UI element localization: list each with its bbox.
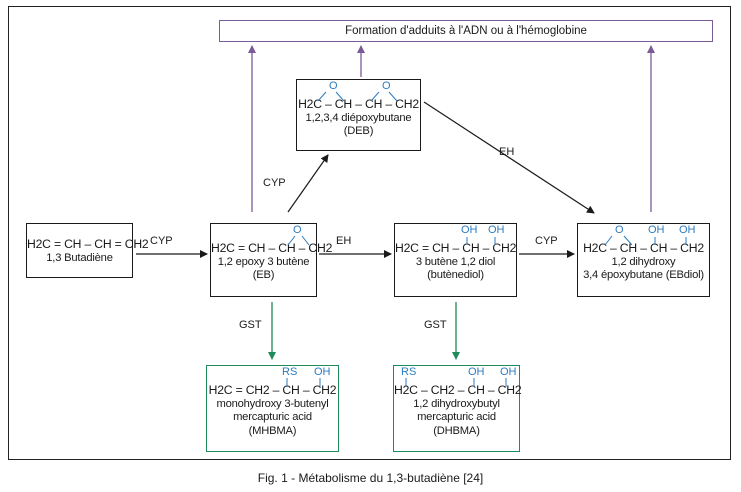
dhbma-hydroxyl-1: OH — [468, 366, 485, 378]
enzyme-cyp-eb-to-deb: CYP — [263, 177, 286, 189]
eb-epoxide-oxygen: O — [293, 224, 302, 236]
compound-eb: H2C = CH – CH – CH2 1,2 epoxy 3 butène (… — [210, 223, 333, 297]
compound-butadiene: H2C = CH – CH = CH2 1,3 Butadiène — [26, 223, 149, 278]
dhbma-name-line3: (DHBMA) — [433, 424, 480, 437]
enzyme-eh-deb-to-ebdiol: EH — [499, 146, 515, 158]
deb-name-line2: (DEB) — [343, 125, 374, 137]
adduct-formation-box: Formation d'adduits à l'ADN ou à l'hémog… — [219, 20, 713, 42]
ebdiol-hydroxyl-1: OH — [648, 224, 665, 236]
dhbma-name-line2: mercapturic acid — [417, 411, 496, 423]
butenediol-name-line1: 3 butène 1,2 diol — [415, 255, 496, 268]
butenediol-formula: H2C = CH – CH – CH2 — [395, 241, 517, 255]
deb-epoxide-oxygen-2: O — [382, 80, 391, 92]
deb-formula: H2C – CH – CH – CH2 — [298, 97, 419, 111]
butenediol-hydroxyl-2: OH — [488, 224, 505, 236]
butadiene-formula: H2C = CH – CH = CH2 — [27, 237, 149, 251]
ebdiol-name-line1: 1,2 dihydroxy — [611, 255, 676, 268]
dhbma-formula: H2C – CH2 – CH – CH2 — [394, 383, 522, 397]
eb-formula: H2C = CH – CH – CH2 — [211, 241, 333, 255]
mhbma-formula: H2C = CH2 – CH – CH2 — [208, 383, 337, 397]
dhbma-thioether-rs: RS — [401, 366, 417, 378]
compound-dhbma: H2C – CH2 – CH – CH2 1,2 dihydroxybutyl … — [393, 365, 522, 452]
ebdiol-hydroxyl-2: OH — [679, 224, 696, 236]
compound-mhbma: H2C = CH2 – CH – CH2 monohydroxy 3-buten… — [206, 365, 339, 452]
butadiene-name: 1,3 Butadiène — [46, 251, 113, 264]
dhbma-name-line1: 1,2 dihydroxybutyl — [413, 397, 500, 410]
deb-name-line1: 1,2,3,4 diépoxybutane — [305, 111, 412, 124]
ebdiol-epoxide-oxygen: O — [615, 224, 624, 236]
ebdiol-name-line2: 3,4 époxybutane (EBdiol) — [583, 269, 704, 281]
figure-frame — [8, 6, 731, 460]
enzyme-gst-eb-to-mhbma: GST — [239, 319, 262, 331]
mhbma-name-line2: mercapturic acid — [233, 411, 312, 423]
mhbma-hydroxyl: OH — [314, 366, 331, 378]
adduct-formation-label: Formation d'adduits à l'ADN ou à l'hémog… — [345, 25, 587, 37]
mhbma-name-line3: (MHBMA) — [248, 424, 297, 437]
butenediol-name-line2: (butènediol) — [427, 269, 484, 281]
enzyme-gst-butenediol-to-dhbma: GST — [424, 319, 447, 331]
eb-name-line1: 1,2 epoxy 3 butène — [217, 255, 310, 268]
figure-caption: Fig. 1 - Métabolisme du 1,3-butadiène [2… — [257, 471, 484, 485]
enzyme-cyp-butenediol-to-ebdiol: CYP — [535, 235, 558, 247]
deb-epoxide-oxygen-1: O — [329, 80, 338, 92]
mhbma-name-line1: monohydroxy 3-butenyl — [216, 397, 329, 410]
dhbma-hydroxyl-2: OH — [500, 366, 517, 378]
enzyme-eh-eb-to-butenediol: EH — [336, 235, 352, 247]
enzyme-cyp-butadiene-to-eb: CYP — [150, 235, 173, 247]
mhbma-thioether-rs: RS — [282, 366, 298, 378]
eb-name-line2: (EB) — [252, 269, 275, 281]
compound-butenediol: H2C = CH – CH – CH2 3 butène 1,2 diol (b… — [394, 223, 517, 297]
ebdiol-formula: H2C – CH – CH – CH2 — [583, 241, 704, 255]
butenediol-hydroxyl-1: OH — [461, 224, 478, 236]
compound-deb: H2C – CH – CH – CH2 1,2,3,4 diépoxybutan… — [296, 79, 421, 151]
